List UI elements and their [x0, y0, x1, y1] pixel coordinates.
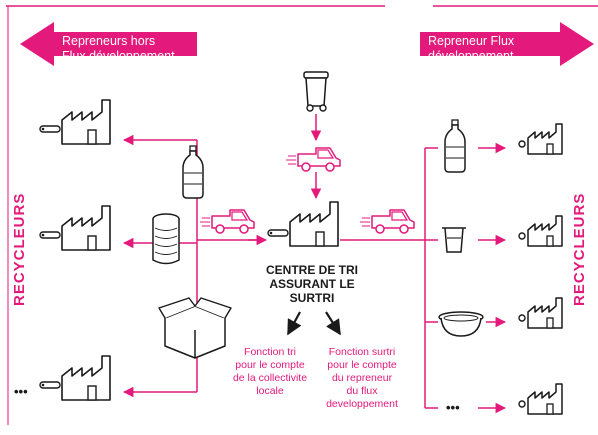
bottle-icon	[182, 145, 204, 199]
left-ellipsis: •••	[14, 384, 28, 399]
centre-label-line1: CENTRE DE TRI	[266, 263, 358, 277]
bowl-icon	[438, 311, 484, 337]
truck-icon-center	[285, 147, 341, 172]
right-factory-4-icon	[518, 383, 563, 415]
left-banner-arrow	[20, 22, 197, 66]
left-factory-2-icon	[39, 205, 111, 251]
tray-icon	[442, 227, 466, 253]
surtri-function-line1: Fonction surtri	[329, 346, 396, 358]
local-function-line4: locale	[256, 385, 284, 397]
centre-label-line2: ASSURANT LE	[269, 277, 354, 291]
left-factory-1-icon	[39, 99, 111, 145]
can-icon	[152, 213, 180, 265]
left-banner-line2: Flux développement	[62, 49, 175, 63]
right-factory-1-icon	[518, 123, 563, 155]
truck-icon-right	[359, 209, 415, 234]
surtri-function-line2: pour le compte	[327, 359, 397, 371]
left-recycleurs-label: RECYCLEURS	[11, 193, 28, 306]
wheelie-bin-icon	[303, 71, 329, 112]
right-banner-arrow	[420, 22, 594, 66]
surtri-function-line3: du repreneur	[332, 372, 393, 384]
box-icon	[158, 297, 232, 359]
right-banner-line2: développement	[428, 49, 514, 63]
left-banner-line1: Repreneurs hors	[62, 34, 155, 48]
right-factory-3-icon	[518, 297, 563, 329]
bottle-icon-right	[444, 119, 466, 173]
surtri-function-line4: du flux	[347, 385, 379, 397]
right-recycleurs-label: RECYCLEURS	[571, 193, 588, 306]
local-function-line1: Fonction tri	[244, 346, 296, 358]
right-factory-2-icon	[518, 215, 563, 247]
right-banner-line1: Repreneur Flux	[428, 34, 515, 48]
arrow-to-local-function	[287, 311, 302, 336]
sorting-centre-factory-icon	[267, 201, 339, 247]
centre-label-line3: SURTRI	[290, 291, 335, 305]
truck-icon-left	[199, 209, 255, 234]
left-factory-3-icon	[39, 355, 111, 401]
right-ellipsis: •••	[446, 400, 460, 415]
arrow-to-surtri-function	[325, 311, 341, 336]
local-function-line3: de la collectivite	[233, 372, 307, 384]
local-function-line2: pour le compte	[235, 359, 305, 371]
surtri-function-line5: developpement	[326, 398, 398, 410]
